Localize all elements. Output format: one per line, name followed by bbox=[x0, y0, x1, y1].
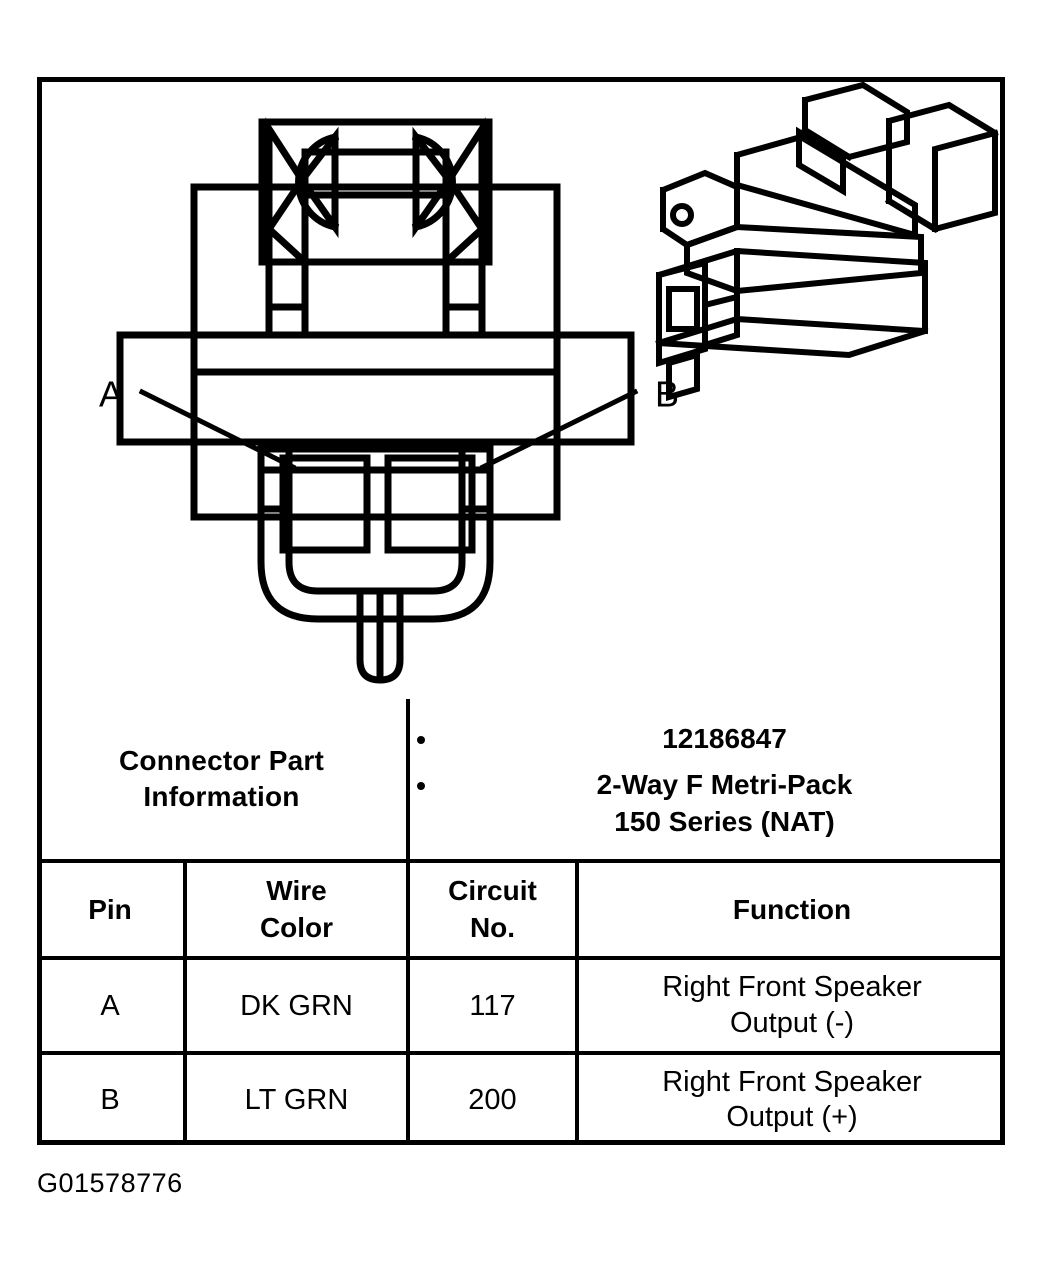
iso-front-face bbox=[656, 259, 708, 368]
latch-left-post bbox=[265, 221, 309, 311]
front-view-outer-body bbox=[190, 183, 561, 376]
connector-part-information-list: 12186847 2-Way F Metri-Pack 150 Series (… bbox=[410, 721, 1005, 840]
callout-a-label: A bbox=[99, 374, 123, 415]
latch-right-hourglass-outer bbox=[444, 117, 486, 241]
latch-left-hourglass-inner bbox=[297, 126, 339, 239]
connector-part-information-label: Connector Part Information bbox=[37, 699, 410, 864]
column-header-function-line2: Function bbox=[732, 893, 852, 925]
iso-right-block-edges bbox=[884, 118, 999, 234]
iso-upper-latch-edge bbox=[800, 97, 854, 162]
column-header-wire-line2: Color bbox=[259, 911, 334, 943]
column-header-function: Function bbox=[575, 859, 1005, 961]
latch-left-arc bbox=[295, 132, 340, 232]
connector-front-view bbox=[116, 117, 635, 684]
column-header-circuit-line1: Circuit bbox=[448, 875, 537, 907]
front-view-lower-flange bbox=[190, 438, 561, 521]
cell-circuit-no: 117 bbox=[406, 956, 579, 1055]
connector-pinout-table: Connector Part Information 12186847 2-Wa… bbox=[37, 699, 1005, 1145]
connector-keying-tab bbox=[356, 587, 404, 684]
column-header-pin: Pin bbox=[37, 859, 187, 961]
part-description-line1: 2-Way F Metri-Pack bbox=[596, 769, 853, 801]
latch-left-hourglass-outer bbox=[265, 117, 307, 241]
connector-housing-outer bbox=[257, 445, 494, 623]
column-header-pin-line2: Pin bbox=[88, 893, 132, 925]
cpi-label-line1: Connector Part bbox=[118, 745, 325, 777]
callout-leaders bbox=[138, 388, 639, 471]
latch-right-post bbox=[442, 221, 486, 311]
cell-function: Right Front Speaker Output (-) bbox=[575, 956, 1005, 1055]
connector-isometric-view bbox=[655, 81, 999, 401]
iso-body-top-face bbox=[684, 223, 924, 295]
connector-housing-top-rail bbox=[257, 445, 494, 474]
connector-drawing-svg: A B bbox=[99, 81, 999, 684]
table-header-row: Pin Wire Color Circuit No. Function bbox=[37, 859, 1005, 961]
part-description-line2: 150 Series (NAT) bbox=[614, 805, 835, 837]
front-view-top-shroud bbox=[258, 118, 493, 266]
latch-left-foot bbox=[265, 303, 309, 339]
terminal-cavity-b bbox=[384, 454, 476, 554]
latch-right-arc bbox=[411, 132, 456, 232]
column-header-wire-line1: Wire bbox=[266, 875, 327, 907]
cell-function-line2: Output (-) bbox=[729, 1006, 855, 1039]
column-header-wire-color: Wire Color bbox=[183, 859, 410, 961]
iso-cavity-2 bbox=[702, 293, 740, 350]
cell-wire-color: LT GRN bbox=[183, 1050, 410, 1145]
callout-b-label: B bbox=[655, 374, 679, 415]
front-view-mid-rail bbox=[116, 331, 635, 446]
table-row: A DK GRN 117 Right Front Speaker Output … bbox=[37, 956, 1005, 1055]
cpi-label-line2: Information bbox=[143, 781, 300, 813]
connector-housing-inner bbox=[285, 445, 466, 595]
cell-circuit-no: 200 bbox=[406, 1050, 579, 1145]
part-number-item: 12186847 bbox=[440, 721, 1005, 757]
column-header-circuit-line2: No. bbox=[469, 911, 516, 943]
iso-cavity-1 bbox=[666, 286, 700, 332]
cell-pin: A bbox=[37, 956, 187, 1055]
cell-wire-color: DK GRN bbox=[183, 956, 410, 1055]
figure-id: G01578776 bbox=[37, 1168, 183, 1198]
terminal-cavity-a bbox=[279, 454, 371, 554]
cell-pin: B bbox=[37, 1050, 187, 1145]
iso-left-nose-pin bbox=[670, 203, 694, 227]
callout-b-leader-line bbox=[479, 388, 639, 471]
latch-right-hourglass-inner bbox=[412, 126, 454, 239]
cell-function: Right Front Speaker Output (+) bbox=[575, 1050, 1005, 1145]
table-row: B LT GRN 200 Right Front Speaker Output … bbox=[37, 1050, 1005, 1145]
cell-function-line1: Right Front Speaker bbox=[662, 1065, 922, 1098]
connector-drawing: A B bbox=[37, 77, 1005, 699]
iso-foot-tab bbox=[666, 351, 700, 401]
cell-function-line1: Right Front Speaker bbox=[662, 971, 922, 1004]
latch-center-column bbox=[301, 191, 450, 339]
part-number: 12186847 bbox=[662, 723, 787, 754]
part-description-item: 2-Way F Metri-Pack 150 Series (NAT) bbox=[440, 767, 1005, 840]
connector-part-information-row: Connector Part Information 12186847 2-Wa… bbox=[37, 699, 1005, 864]
cell-function-line2: Output (+) bbox=[726, 1100, 858, 1133]
front-view-body-step bbox=[190, 368, 561, 446]
latch-right-foot bbox=[442, 303, 486, 339]
column-header-circuit-no: Circuit No. bbox=[406, 859, 579, 961]
callout-a-leader-line bbox=[138, 388, 297, 471]
connector-part-information-values: 12186847 2-Way F Metri-Pack 150 Series (… bbox=[406, 699, 1005, 864]
